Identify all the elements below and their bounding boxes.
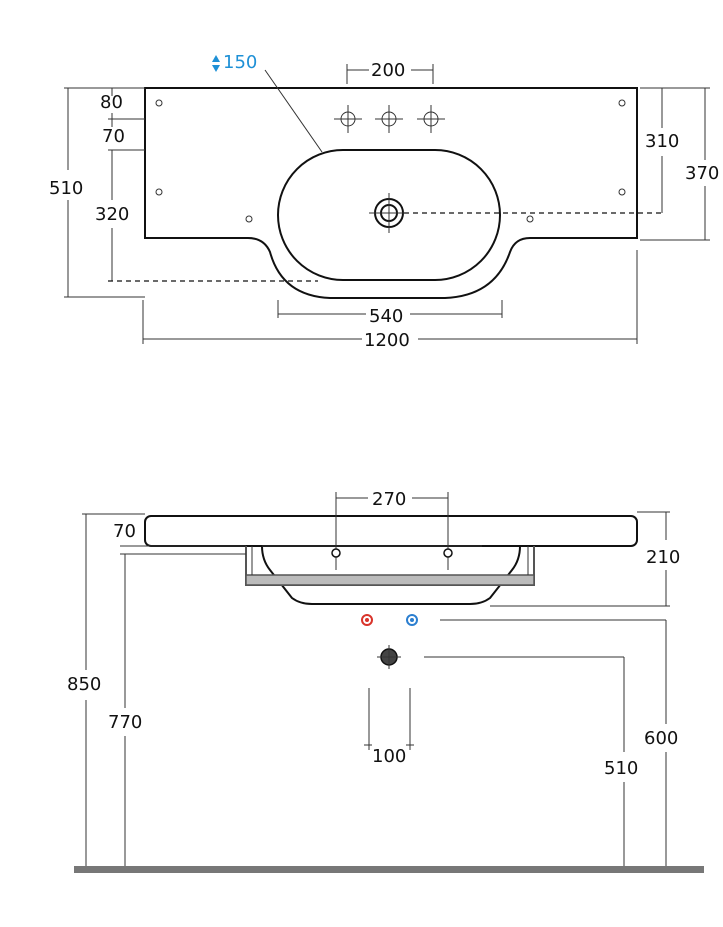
bracket-spacing-label: 270 — [372, 489, 406, 510]
bowl-outline — [277, 149, 501, 281]
mount-hole — [155, 99, 163, 107]
right-370-label: 370 — [685, 163, 719, 184]
tap-spacing-label: 200 — [371, 60, 405, 81]
up-arrow-icon — [212, 55, 220, 62]
depth-adjust-label: 150 — [223, 52, 257, 73]
drain-depth-label: 320 — [95, 204, 129, 225]
drain-outlet-icon — [377, 645, 401, 669]
offset-70-label: 70 — [102, 126, 125, 147]
tap-hole-icon — [417, 105, 445, 133]
leader-line — [264, 69, 323, 153]
bowl-height-label: 210 — [646, 547, 680, 568]
tap-hole-icon — [375, 105, 403, 133]
mount-hole — [618, 188, 626, 196]
total-width-label: 1200 — [364, 330, 410, 351]
bracket-hole — [443, 548, 453, 558]
total-depth-label: 510 — [49, 178, 83, 199]
mount-hole — [618, 99, 626, 107]
right-310-label: 310 — [645, 131, 679, 152]
drain-icon — [369, 193, 409, 233]
tap-hole-icon — [334, 105, 362, 133]
total-height-label: 850 — [67, 674, 101, 695]
offset-80-label: 80 — [100, 92, 123, 113]
top-thickness-label: 70 — [113, 521, 136, 542]
basin-slab-side — [144, 515, 638, 547]
cold-water-valve-icon — [406, 614, 418, 626]
floor-line — [74, 866, 704, 873]
bracket-height-label: 770 — [108, 712, 142, 733]
bracket-hole — [331, 548, 341, 558]
top-view: 150 200 510 80 70 320 310 370 — [49, 52, 719, 351]
side-view: 270 100 850 70 770 — [67, 489, 704, 873]
towel-bar — [245, 574, 535, 586]
bowl-outline-side — [261, 545, 521, 605]
supply-height-label: 600 — [644, 728, 678, 749]
mount-hole — [526, 215, 534, 223]
bowl-width-label: 540 — [369, 306, 403, 327]
drain-height-label: 510 — [604, 758, 638, 779]
mount-hole — [155, 188, 163, 196]
mount-hole — [245, 215, 253, 223]
hot-water-valve-icon — [361, 614, 373, 626]
supply-spacing-label: 100 — [372, 746, 406, 767]
down-arrow-icon — [212, 65, 220, 72]
basin-outline-top — [144, 87, 638, 299]
